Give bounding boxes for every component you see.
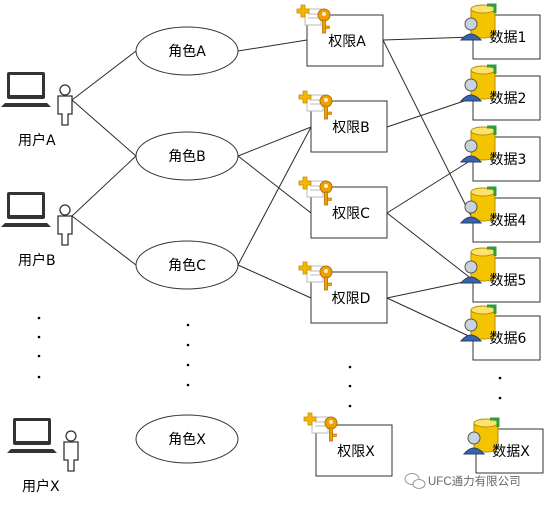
data-label: 数据4 (490, 213, 527, 229)
role-node-b: 角色B (135, 131, 239, 181)
permission-ellipsis (348, 365, 352, 408)
role-permission-link (237, 126, 312, 157)
permission-data-link (386, 158, 474, 214)
permission-label: 权限B (332, 120, 370, 136)
role-label: 角色A (168, 43, 206, 60)
user-role-link (71, 155, 137, 217)
role-permission-link (237, 264, 312, 299)
permission-label: 权限D (332, 291, 371, 307)
data-node-1: 数据1 (459, 3, 541, 60)
user-computer-icon (6, 417, 79, 472)
watermark: UFC通力有限公司 (404, 473, 521, 489)
data-label: 数据6 (490, 331, 527, 347)
data-label: 数据5 (490, 273, 527, 289)
user-computer-icon (0, 191, 73, 246)
role-label: 角色C (168, 257, 206, 274)
permission-data-link (386, 297, 474, 339)
role-ellipsis (186, 323, 190, 387)
permission-data-link (382, 39, 474, 221)
role-permission-link (237, 126, 312, 266)
permission-node-d: 权限D (298, 261, 388, 324)
data-node-3: 数据3 (459, 125, 541, 182)
user-computer-icon (0, 71, 73, 126)
role-node-x: 角色X (135, 414, 239, 464)
permission-data-link (382, 36, 474, 41)
role-node-a: 角色A (135, 26, 239, 76)
role-label: 角色X (168, 431, 206, 448)
permission-data-link (386, 212, 474, 281)
data-label: 数据1 (490, 30, 527, 46)
data-label: 数据X (492, 444, 530, 460)
user-label: 用户X (22, 478, 60, 495)
role-permission-link (237, 39, 308, 52)
permission-node-c: 权限C (298, 176, 388, 239)
user-node-b: 用户B (0, 191, 73, 269)
role-permission-link (237, 155, 312, 214)
data-label: 数据2 (490, 91, 527, 107)
data-node-4: 数据4 (459, 186, 541, 243)
user-node-a: 用户A (0, 71, 73, 149)
user-ellipsis (37, 316, 41, 379)
permission-data-link (386, 97, 474, 128)
role-node-c: 角色C (135, 240, 239, 290)
permission-label: 权限A (328, 34, 366, 50)
role-label: 角色B (168, 148, 206, 165)
data-node-2: 数据2 (459, 64, 541, 121)
data-node-5: 数据5 (459, 246, 541, 303)
permission-node-x: 权限X (303, 412, 393, 477)
user-node-x: 用户X (6, 417, 79, 495)
permission-label: 权限C (332, 206, 370, 222)
data-label: 数据3 (490, 152, 527, 168)
data-node-x: 数据X (462, 417, 544, 474)
watermark-text: UFC通力有限公司 (428, 474, 521, 488)
connection-lines (71, 36, 474, 339)
permission-data-link (386, 279, 474, 299)
permission-node-b: 权限B (298, 90, 388, 153)
user-role-link (71, 99, 137, 157)
wechat-icon (404, 473, 426, 489)
permission-label: 权限X (337, 444, 375, 460)
user-role-link (71, 50, 137, 101)
user-label: 用户A (18, 132, 56, 149)
user-label: 用户B (18, 252, 56, 269)
data-node-6: 数据6 (459, 304, 541, 361)
permission-node-a: 权限A (296, 4, 384, 67)
data-ellipsis (498, 376, 502, 400)
user-role-link (71, 215, 137, 266)
